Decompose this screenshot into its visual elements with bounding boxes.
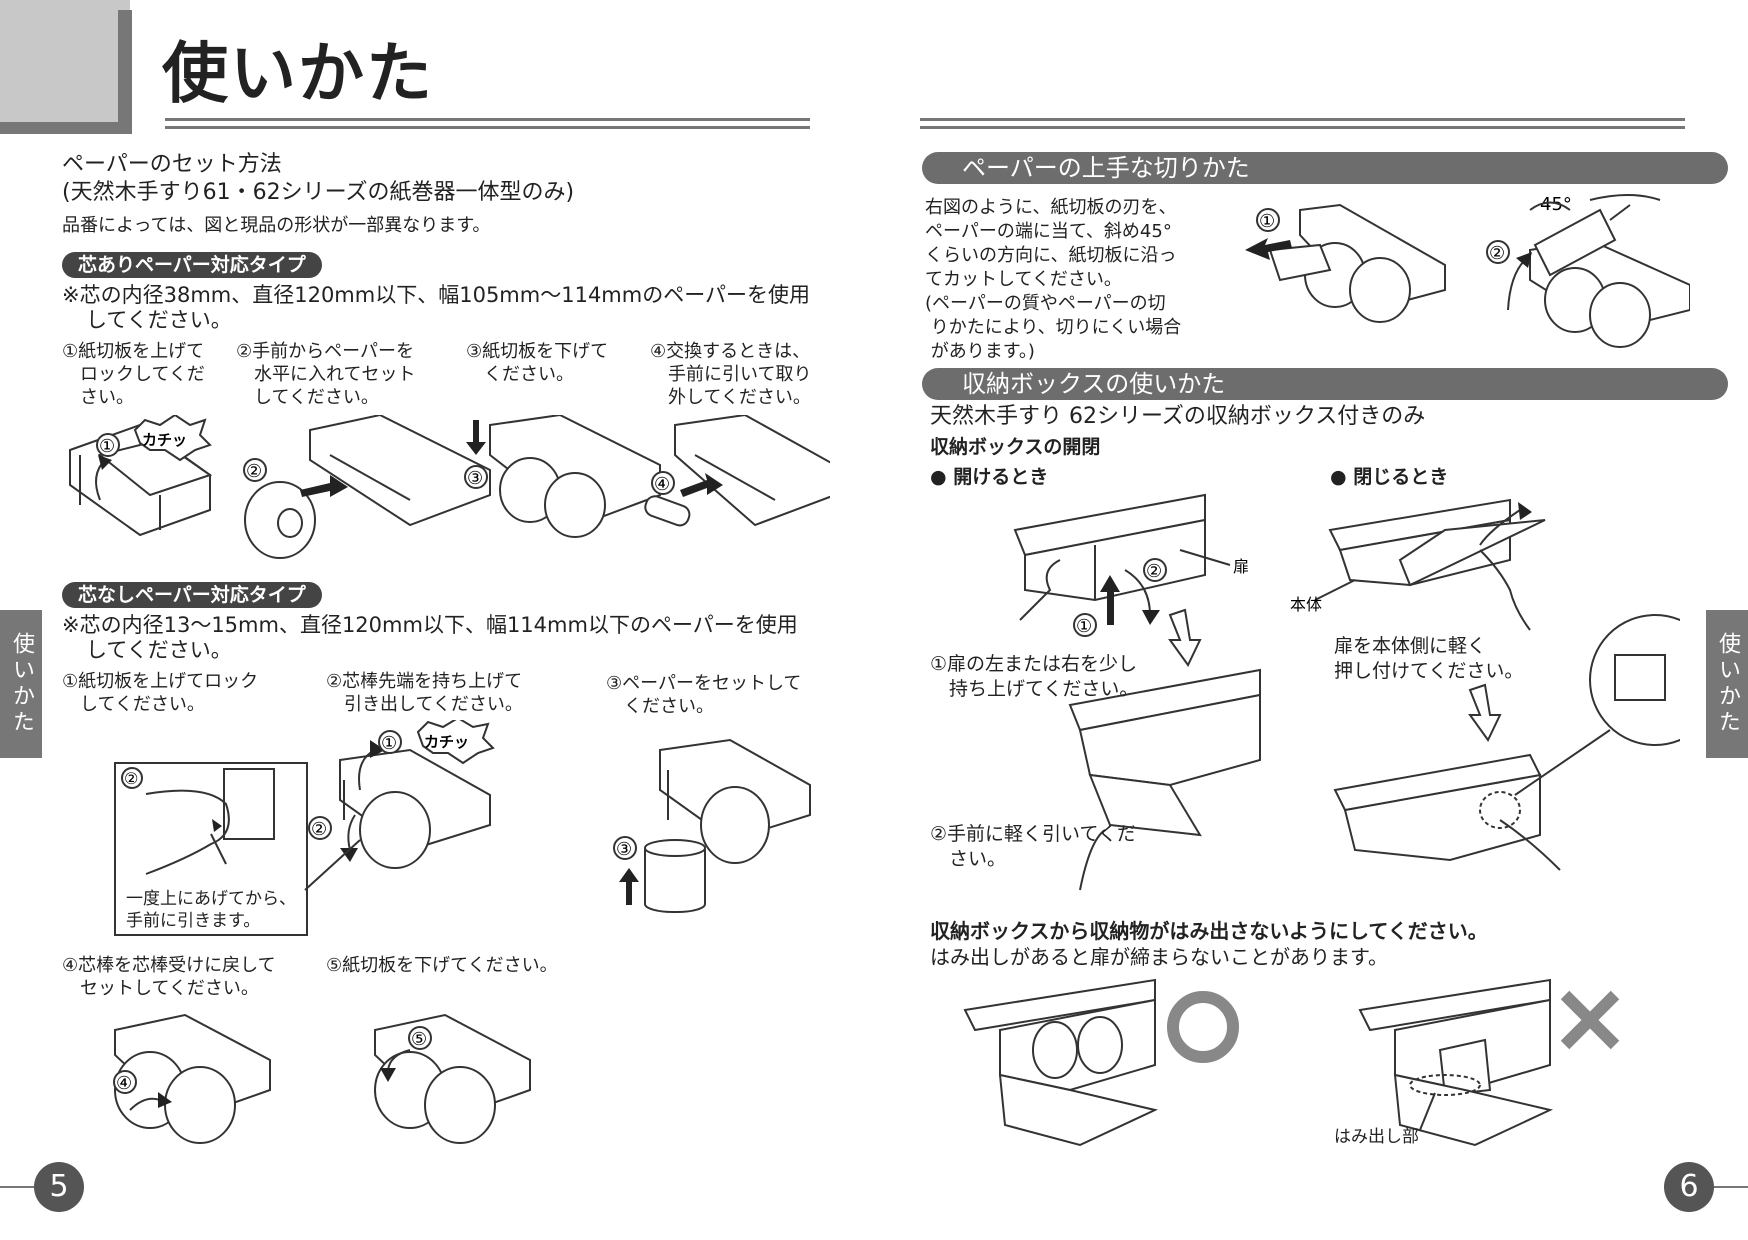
title-rule-bottom <box>165 126 810 129</box>
page-number-right: 6 <box>1664 1162 1714 1212</box>
coreless-click-label: カチッ <box>424 733 469 751</box>
title-block-shadow-bottom <box>0 122 132 134</box>
title-rule-top <box>165 118 810 121</box>
coreless-num-5: ⑤ <box>411 1029 427 1050</box>
core-num-2: ② <box>246 461 262 482</box>
page-number-left: 5 <box>34 1162 84 1212</box>
cutting-illus-2: 45° ② <box>1487 194 1690 347</box>
side-tab-right[interactable]: 使いかた <box>1706 610 1748 758</box>
page-line-right <box>1708 1186 1748 1188</box>
warning-text: はみ出しがあると扉が締まらないことがあります。 <box>930 944 1388 970</box>
core-notice-line1: ※芯の内径38mm、直径120mm以下、幅105mm〜114mmのペーパーを使用 <box>62 282 810 308</box>
section-heading: ペーパーのセット方法 <box>62 152 282 178</box>
cutting-illus-1: ① <box>1245 205 1445 322</box>
core-illus-2: ② <box>244 415 490 558</box>
open-num-2: ② <box>1146 561 1162 582</box>
coreless-num-4: ④ <box>116 1073 132 1094</box>
storage-subtitle: 天然木手すり 62シリーズの収納ボックス付きのみ <box>930 404 1425 430</box>
right-rule-bottom <box>920 126 1685 129</box>
section-subheading: (天然木手すり61・62シリーズの紙巻器一体型のみ) <box>62 180 574 206</box>
storage-open-close-heading: 収納ボックスの開閉 <box>930 434 1100 460</box>
core-type-badge: 芯ありペーパー対応タイプ <box>62 252 322 278</box>
core-num-3: ③ <box>467 468 483 489</box>
protrude-label: はみ出し部 <box>1334 1126 1419 1149</box>
cutting-num-1: ① <box>1259 211 1275 232</box>
core-illus-1: ① カチッ <box>70 415 210 535</box>
page-title: 使いかた <box>162 34 434 114</box>
title-block-bg <box>0 0 130 130</box>
coreless-illus-5: ⑤ <box>360 1010 540 1160</box>
inset-box: ② 一度上にあげてから、 手前に引きます。 <box>114 762 308 936</box>
close-illustration: 本体 <box>1270 490 1680 910</box>
core-step-2: ②手前からペーパーを 水平に入れてセット してください。 <box>236 340 415 409</box>
inset-num-2: ② <box>124 769 138 788</box>
side-tab-left[interactable]: 使いかた <box>0 610 42 758</box>
body-label: 本体 <box>1290 595 1322 614</box>
coreless-num-2: ② <box>311 819 327 840</box>
core-step-3: ③紙切板を下げて ください。 <box>466 340 608 386</box>
right-rule-top <box>920 118 1685 121</box>
cutting-angle-label: 45° <box>1540 194 1572 215</box>
coreless-step-1: ①紙切板を上げてロック してください。 <box>62 670 258 716</box>
coreless-type-badge: 芯なしペーパー対応タイプ <box>62 582 322 608</box>
door-label: 扉 <box>1233 557 1249 576</box>
coreless-notice-line1: ※芯の内径13〜15mm、直径120mm以下、幅114mm以下のペーパーを使用 <box>62 612 798 638</box>
open-label: ● 開けるとき <box>930 464 1048 490</box>
storage-band: 収納ボックスの使いかた <box>922 368 1728 400</box>
inset-caption: 一度上にあげてから、 手前に引きます。 <box>126 888 296 932</box>
coreless-illus-3: ③ <box>600 730 825 920</box>
core-step-1: ①紙切板を上げて ロックしてくだ さい。 <box>62 340 205 409</box>
cutting-band: ペーパーの上手な切りかた <box>922 152 1728 184</box>
coreless-notice-line2: してください。 <box>86 637 232 663</box>
close-label: ● 閉じるとき <box>1330 464 1448 490</box>
coreless-step-3: ③ペーパーをセットして ください。 <box>606 672 801 718</box>
warning-bold: 収納ボックスから収納物がはみ出さないようにしてください。 <box>930 918 1488 944</box>
core-illus-3: ③ <box>465 415 660 537</box>
core-notice-line2: してください。 <box>86 307 232 333</box>
coreless-num-3: ③ <box>616 839 632 860</box>
open-step-1: ①扉の左または右を少し 持ち上げてください。 <box>930 652 1138 702</box>
core-illustrations: ① カチッ ② ③ ④ <box>60 415 830 565</box>
open-num-1: ① <box>1076 616 1092 637</box>
title-block-shadow <box>118 10 132 134</box>
cutting-text: 右図のように、紙切板の刃を、 ペーパーの端に当て、斜め45° くらいの方向に、紙… <box>925 196 1181 364</box>
core-num-1: ① <box>99 436 115 457</box>
core-step-4: ④交換するときは、 手前に引いて取り 外してください。 <box>650 340 811 409</box>
coreless-illus-2: ① カチッ ② <box>300 720 500 900</box>
good-example <box>960 975 1250 1160</box>
close-text: 扉を本体側に軽く 押し付けてください。 <box>1334 634 1523 684</box>
coreless-illus-4: ④ <box>100 1010 280 1160</box>
core-click-label: カチッ <box>142 431 187 449</box>
open-step-2: ②手前に軽く引いてくだ さい。 <box>930 822 1136 872</box>
core-num-4: ④ <box>654 474 670 495</box>
inset-hand-illustration: ② <box>116 764 306 884</box>
coreless-step-4: ④芯棒を芯棒受けに戻して セットしてください。 <box>62 954 276 1000</box>
coreless-step-5: ⑤紙切板を下げてください。 <box>326 954 558 977</box>
cutting-illustrations: ① 45° ② <box>1240 190 1690 365</box>
coreless-num-1: ① <box>381 733 397 754</box>
cutting-num-2: ② <box>1489 243 1505 264</box>
model-note: 品番によっては、図と現品の形状が一部異なります。 <box>62 214 490 237</box>
coreless-step-2: ②芯棒先端を持ち上げて 引き出してください。 <box>326 670 523 716</box>
core-illus-4: ④ <box>643 415 830 528</box>
